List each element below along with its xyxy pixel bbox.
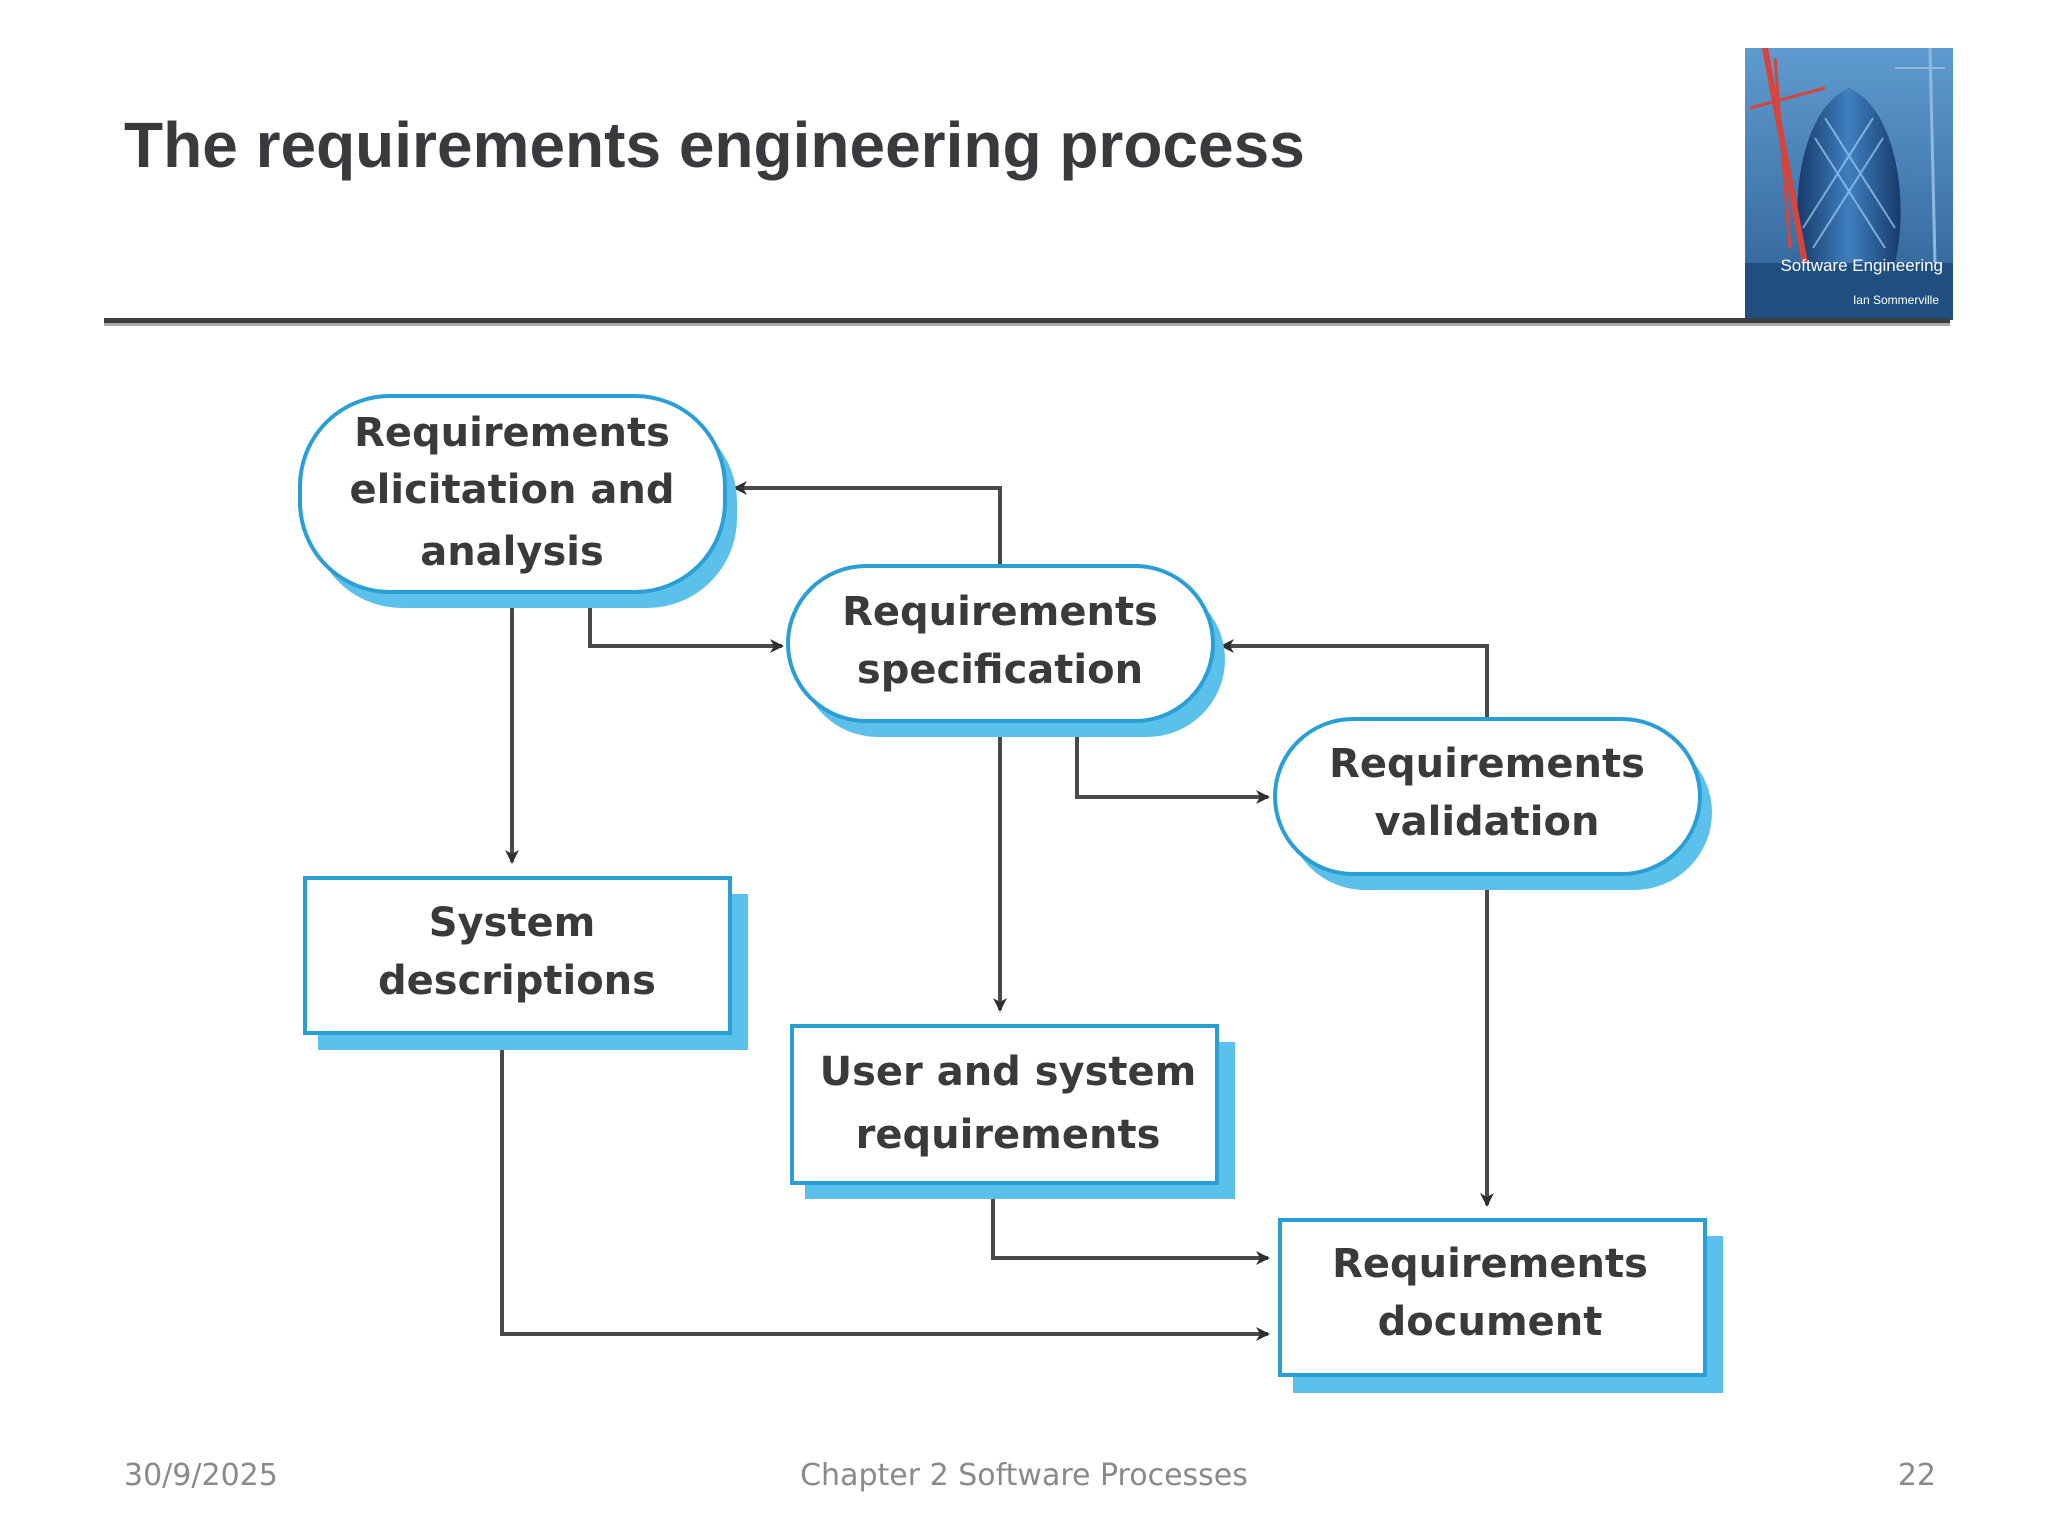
node-system-descriptions-line1: System [429, 900, 596, 946]
node-document-line1: Requirements [1332, 1241, 1648, 1287]
node-requirements-validation: Requirements validation [1273, 717, 1712, 890]
title-divider [104, 318, 1950, 323]
footer-date: 30/9/2025 [124, 1458, 278, 1493]
arrow-system-descriptions-to-document [500, 1025, 1270, 1341]
node-elicitation-analysis: Requirements elicitation and analysis [298, 394, 737, 608]
node-validation-line1: Requirements [1329, 741, 1645, 787]
title-divider-shadow [104, 323, 1950, 326]
node-elicitation-line3: analysis [420, 529, 604, 575]
node-user-system-line1: User and system [820, 1049, 1197, 1095]
node-elicitation-line1: Requirements [354, 410, 670, 456]
node-document-line2: document [1378, 1299, 1603, 1345]
node-system-descriptions-line2: descriptions [378, 958, 656, 1004]
arrow-elicitation-to-spec [588, 590, 784, 653]
book-cover-art [1745, 48, 1953, 320]
cover-title: Software Engineering [1780, 256, 1943, 275]
arrow-spec-to-validation [1075, 720, 1270, 804]
footer-chapter: Chapter 2 Software Processes [800, 1458, 1248, 1493]
cover-author: Ian Sommerville [1852, 293, 1939, 307]
node-system-descriptions: System descriptions [303, 876, 748, 1050]
arrow-validation-to-spec [1220, 639, 1489, 718]
node-user-system-requirements: User and system requirements [790, 1024, 1235, 1199]
book-cover-image: Software Engineering Ian Sommerville [1745, 48, 1953, 320]
node-requirements-document: Requirements document [1278, 1218, 1723, 1393]
node-elicitation-line2: elicitation and [350, 467, 675, 513]
node-validation-line2: validation [1375, 799, 1600, 845]
node-specification-line2: specification [857, 647, 1143, 693]
slide-title: The requirements engineering process [124, 109, 1305, 181]
footer-page-number: 22 [1897, 1458, 1936, 1493]
node-specification-line1: Requirements [842, 589, 1158, 635]
node-user-system-line2: requirements [856, 1112, 1161, 1158]
arrow-user-system-to-document [991, 1175, 1270, 1265]
node-requirements-specification: Requirements specification [786, 564, 1225, 737]
arrow-spec-to-elicitation [733, 481, 1002, 565]
connectors [500, 481, 1494, 1341]
